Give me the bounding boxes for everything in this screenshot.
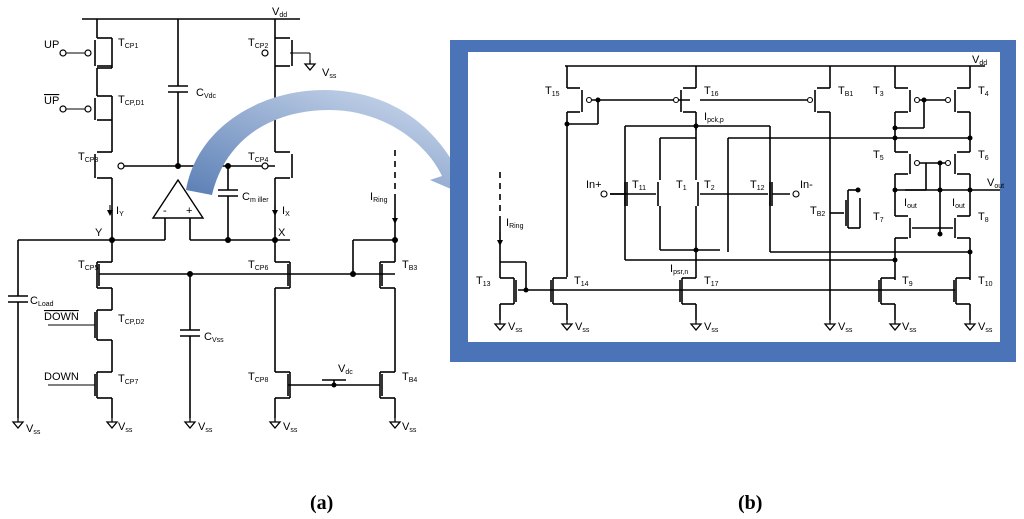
b-iring-label: IRing — [506, 217, 524, 230]
a-tcp8-label: TCP8 — [248, 371, 268, 384]
b-t2-label: T2 — [704, 179, 715, 192]
b-ipcp-label: Ipck,p — [704, 111, 724, 124]
b-vss-label-t14: Vss — [575, 321, 590, 334]
b-t5-label: T5 — [873, 149, 884, 162]
b-vss-label-t13: Vss — [508, 321, 523, 334]
b-iout1-label: Iout — [904, 197, 917, 210]
a-iring-label: IRing — [370, 191, 388, 204]
b-vss-label-t9: Vss — [902, 321, 917, 334]
b-t17-label: T17 — [704, 275, 719, 288]
b-vss-label-t17: Vss — [704, 321, 719, 334]
a-tcp5-label: TCP5 — [78, 259, 98, 272]
b-vss-label-tb1: Vss — [838, 321, 853, 334]
a-tcpd2-label: TCP,D2 — [118, 313, 145, 326]
a-cvdc-label: CVdc — [196, 87, 217, 100]
b-t16-label: T16 — [704, 85, 719, 98]
b-in-minus-label: In- — [800, 179, 813, 191]
b-vout-label: Vout — [987, 177, 1004, 190]
a-vss-label-tb4: Vss — [402, 421, 417, 434]
caption-b: (b) — [738, 492, 762, 514]
a-tcp7-label: TCP7 — [118, 373, 138, 386]
a-down-label: DOWN — [44, 371, 79, 383]
a-ix-label: IX — [282, 205, 290, 218]
a-opamp-minus: - — [163, 205, 167, 217]
caption-a: (a) — [310, 492, 333, 514]
b-ipsrn-label: Ipsr,n — [670, 263, 688, 276]
a-tcp3-label: TCP3 — [78, 151, 98, 164]
b-t9-label: T9 — [902, 275, 913, 288]
circuit-b: Vdd T15 T16 Ipck,p TB1 — [476, 54, 1004, 334]
a-vss-label-right: Vss — [283, 421, 298, 434]
a-cload-label: CLoad — [30, 295, 54, 308]
circuit-a: Vdd UP TCP1 UP TCP,D1 TCP3 IY — [8, 6, 417, 436]
b-vdd-label: Vdd — [972, 54, 987, 67]
a-opamp-plus: + — [186, 205, 192, 217]
b-t1-label: T1 — [676, 179, 687, 192]
b-t11-label: T11 — [632, 179, 646, 192]
a-cvss-label: CVss — [204, 331, 224, 344]
a-up-label: UP — [44, 39, 59, 51]
b-tb2-label: TB2 — [810, 205, 825, 218]
a-vss-label-right-top: Vss — [322, 67, 337, 80]
a-tcp6-label: TCP6 — [248, 259, 268, 272]
b-t15-label: T15 — [545, 85, 560, 98]
a-tb3-label: TB3 — [402, 259, 417, 272]
a-cmiller-label: Cm iller — [242, 191, 269, 204]
b-t8-label: T8 — [978, 211, 989, 224]
a-iy-label: IY — [116, 205, 124, 218]
a-vss-label-cvss: Vss — [198, 421, 213, 434]
b-vss-label-t10: Vss — [978, 321, 993, 334]
zoom-arrow — [186, 90, 472, 195]
a-tcpd1-label: TCP,D1 — [118, 94, 145, 107]
b-in-plus-label: In+ — [586, 179, 602, 191]
b-t12-label: T12 — [750, 179, 765, 192]
a-x-label: X — [278, 227, 286, 239]
a-tcp1-label: TCP1 — [118, 37, 138, 50]
a-tcp2-label: TCP2 — [248, 37, 268, 50]
b-t10-label: T10 — [978, 275, 993, 288]
a-down-bar-label: DOWN — [44, 311, 79, 323]
a-tcp4-label: TCP4 — [248, 151, 268, 164]
b-t7-label: T7 — [873, 211, 884, 224]
b-tb1-label: TB1 — [838, 85, 853, 98]
b-t13-label: T13 — [476, 275, 491, 288]
a-up-bar-label: UP — [44, 95, 59, 107]
b-iout2-label: Iout — [952, 197, 965, 210]
b-t6-label: T6 — [978, 149, 989, 162]
a-vss-label-cload: Vss — [26, 423, 41, 436]
a-vdd-label: Vdd — [272, 6, 287, 19]
b-t3-label: T3 — [873, 85, 884, 98]
a-vdc-label: Vdc — [338, 363, 353, 376]
a-y-label: Y — [95, 227, 103, 239]
a-vss-label-left: Vss — [118, 421, 133, 434]
opamp-triangle — [151, 178, 205, 219]
b-t14-label: T14 — [574, 275, 589, 288]
b-t4-label: T4 — [978, 85, 989, 98]
a-tb4-label: TB4 — [402, 371, 417, 384]
